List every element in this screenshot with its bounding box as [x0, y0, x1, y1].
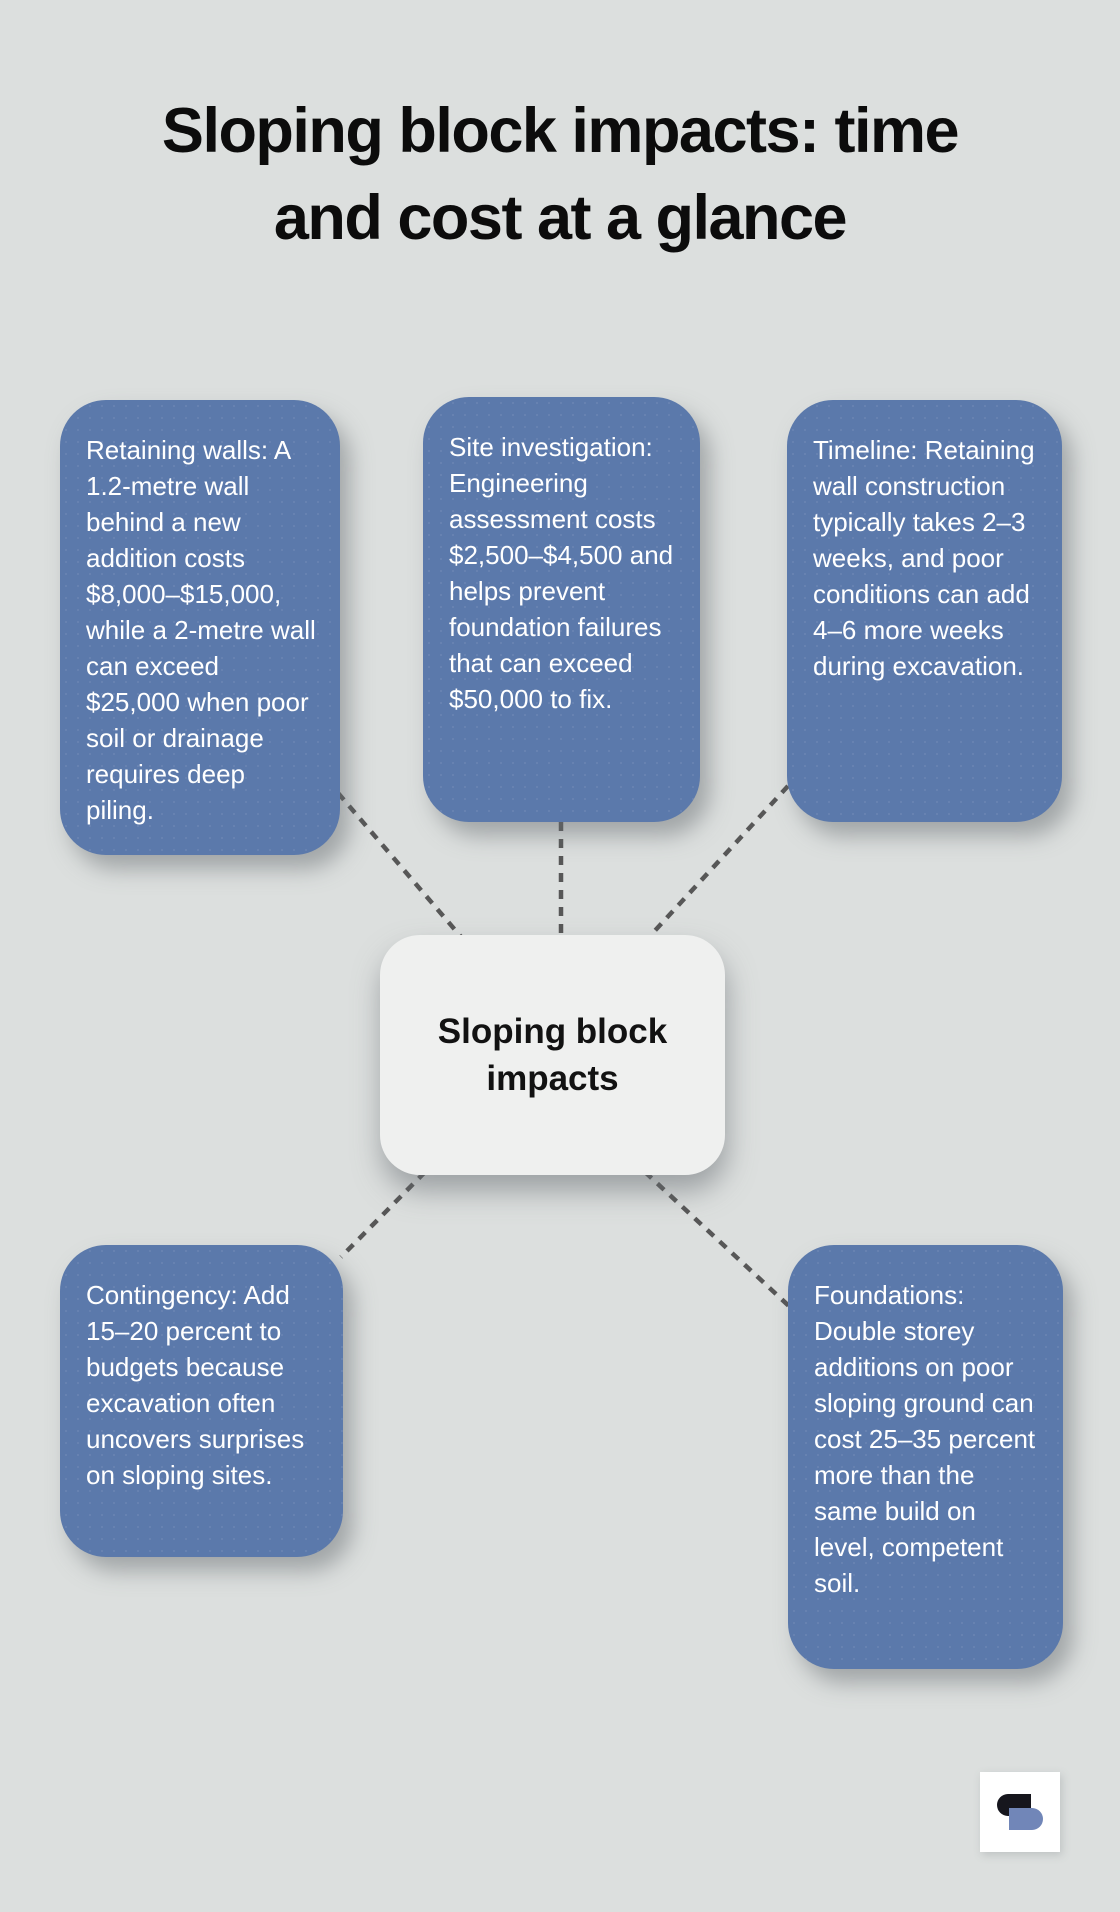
node-foundations: Foundations: Double storey additions on …: [788, 1245, 1063, 1669]
page-title-line-1: Sloping block impacts: time: [161, 96, 960, 166]
brand-logo: [980, 1772, 1060, 1852]
center-node-label: Sloping block impacts: [437, 1012, 668, 1098]
node-foundations-text: Foundations: Double storey additions on …: [814, 1280, 1036, 1598]
node-timeline: Timeline: Retaining wall construction ty…: [787, 400, 1062, 822]
connector-retaining-walls: [336, 791, 464, 940]
connector-contingency: [339, 1170, 427, 1259]
node-retaining-walls-text: Retaining walls: A 1.2-metre wall behind…: [86, 435, 316, 825]
node-site-investigation: Site investigation: Engineering assessme…: [423, 397, 700, 822]
node-contingency: Contingency: Add 15–20 percent to budget…: [60, 1245, 343, 1557]
node-timeline-text: Timeline: Retaining wall construction ty…: [813, 435, 1035, 681]
s-logo-icon: [997, 1794, 1043, 1830]
node-contingency-text: Contingency: Add 15–20 percent to budget…: [86, 1280, 305, 1490]
page-title: Sloping block impacts: time and cost at …: [0, 88, 1120, 262]
node-site-investigation-text: Site investigation: Engineering assessme…: [449, 432, 674, 714]
connector-foundations: [643, 1170, 792, 1309]
s-logo-bottom-shape: [1009, 1808, 1043, 1830]
node-retaining-walls: Retaining walls: A 1.2-metre wall behind…: [60, 400, 340, 855]
page-title-line-2: and cost at a glance: [273, 183, 848, 253]
center-node: Sloping block impacts: [380, 935, 725, 1175]
